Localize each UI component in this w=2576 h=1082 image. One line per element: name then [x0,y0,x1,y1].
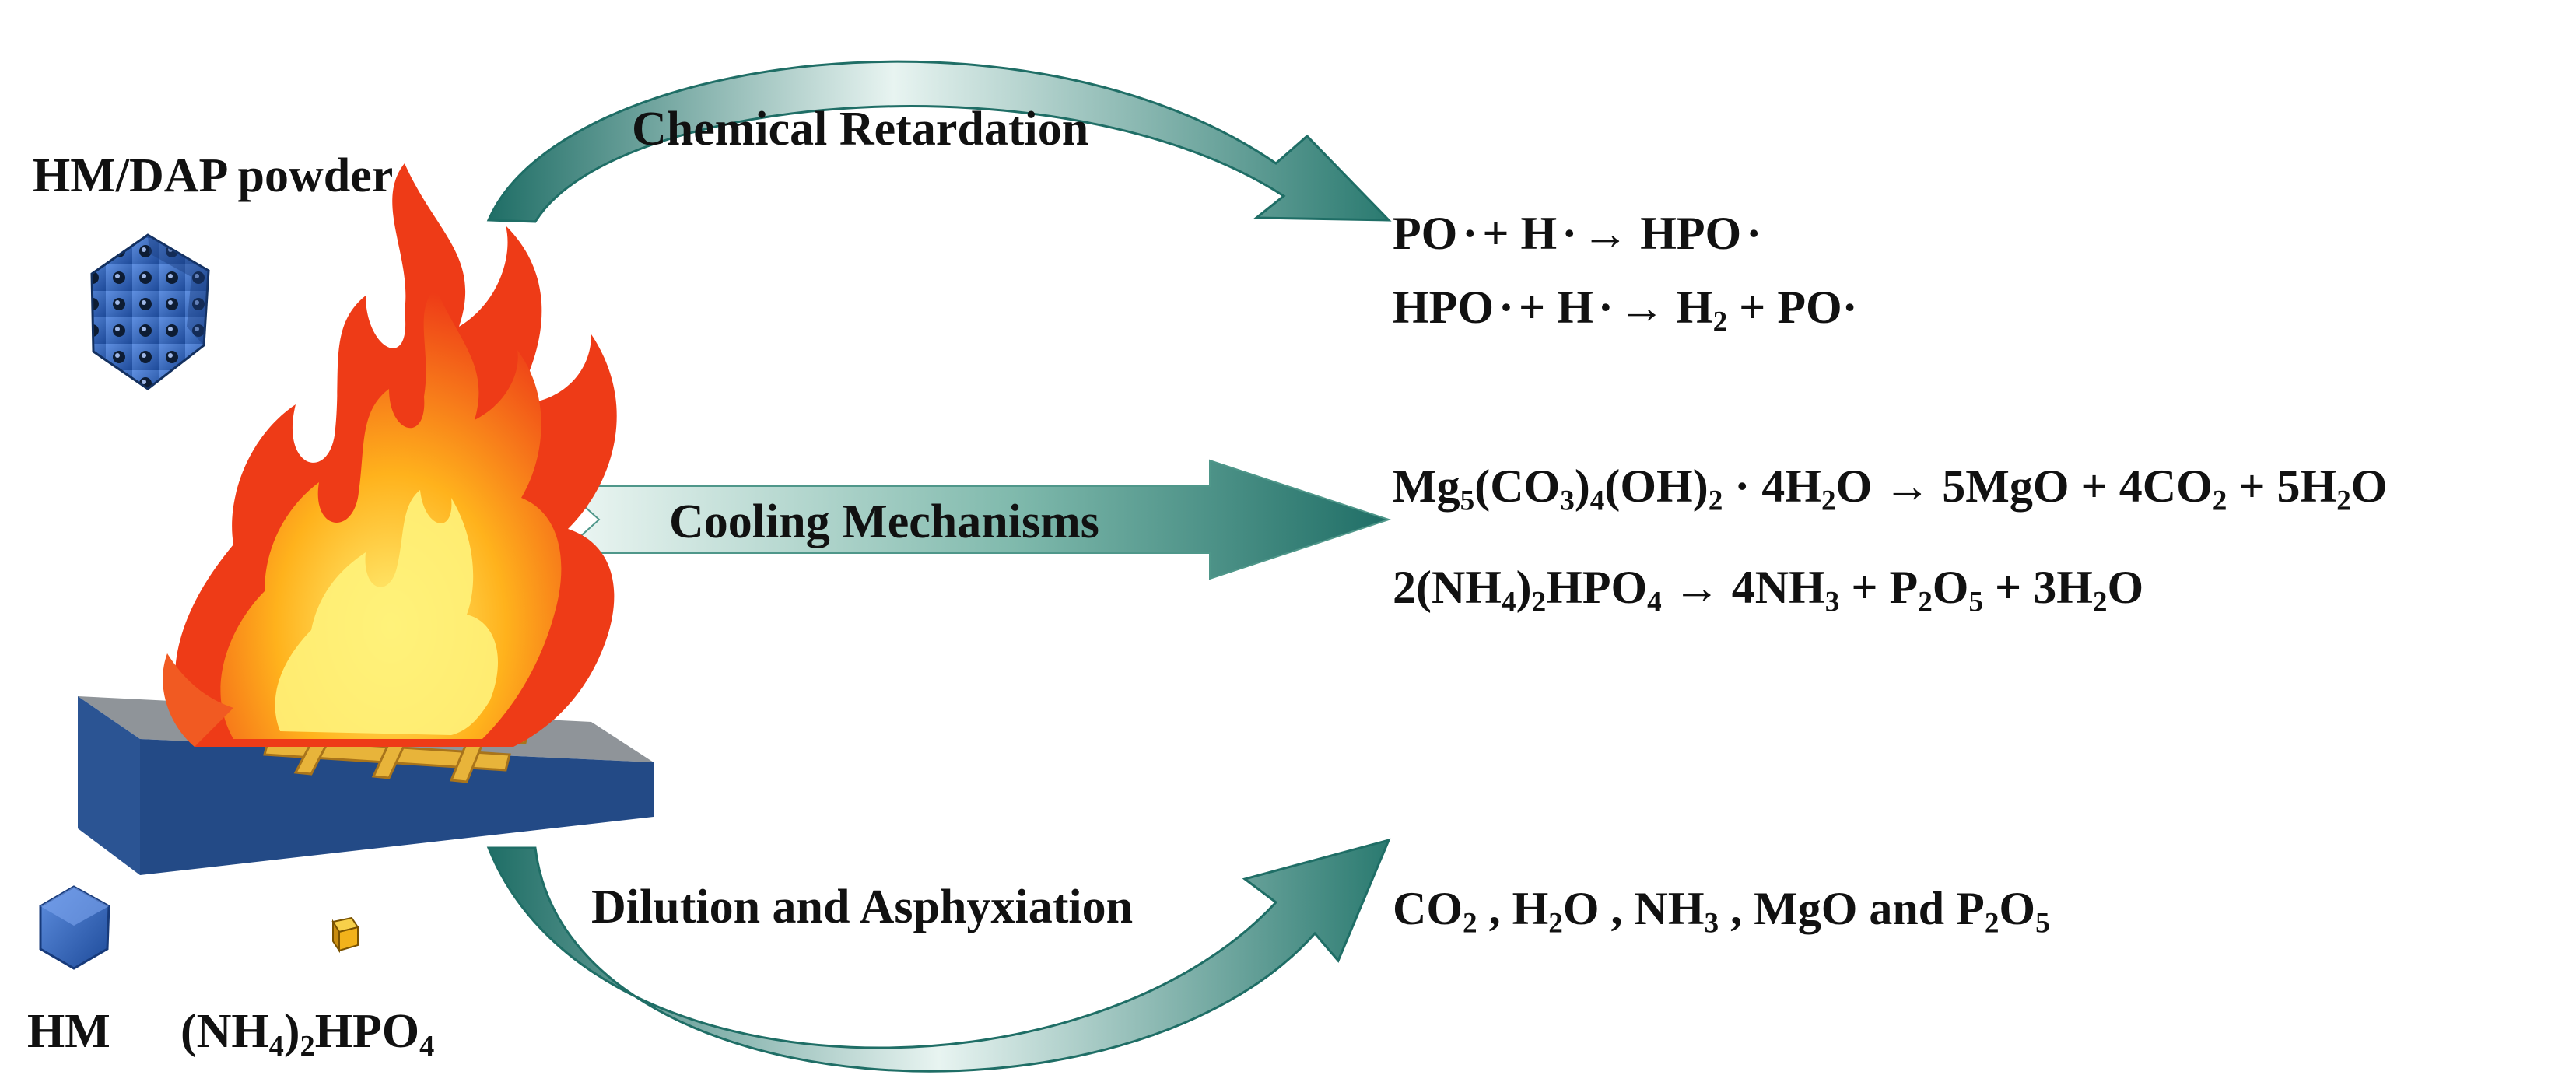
arrow-dilution-asphyxiation [486,838,1391,1073]
equation-2: HPO·+ H·→ H2 + PO· [1393,282,1858,338]
fire-icon [163,163,617,747]
arrow-label-cooling-mechanisms: Cooling Mechanisms [669,495,1099,548]
hm-crystal-icon [39,885,110,970]
equation-products: CO2 , H2O , NH3 , MgO and P2O5 [1393,883,2050,940]
arrow-chemical-retardation [486,60,1392,223]
arrow-label-chemical-retardation: Chemical Retardation [632,103,1089,156]
equation-1: PO·+ H·→ HPO· [1393,208,1762,259]
equation-4: 2(NH4)2HPO4 → 4NH3 + P2O5 + 3H2O [1393,562,2144,618]
equation-3: Mg5(CO3)4(OH)2 · 4H2O → 5MgO + 4CO2 + 5H… [1393,460,2388,517]
arrow-label-dilution-asphyxiation: Dilution and Asphyxiation [591,881,1134,933]
arrow-cooling-mechanisms [559,459,1392,580]
hm-label: HM [27,1005,110,1058]
dap-label: (NH4)2HPO4 [180,1005,435,1063]
powder-label: HM/DAP powder [33,149,394,202]
dap-cube-icon [331,916,359,954]
powder-crystal-icon [90,233,210,390]
